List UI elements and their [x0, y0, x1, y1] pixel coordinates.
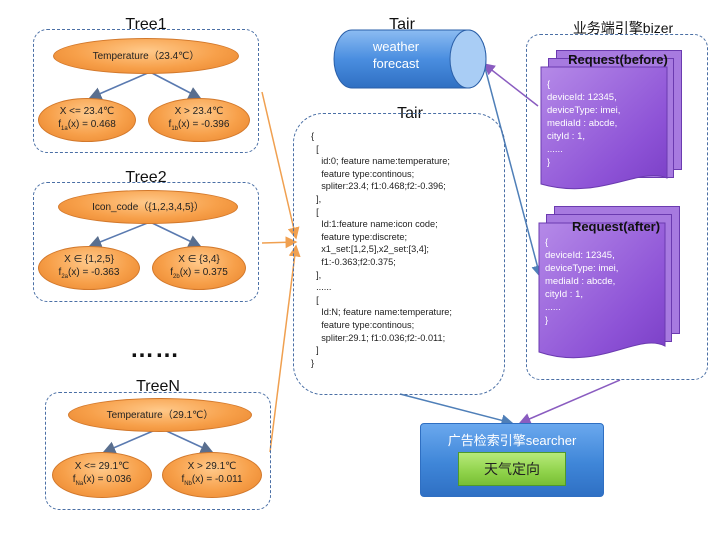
request-before-line: mediaId : abcde,: [547, 118, 618, 129]
tree2-left-node: X ∈ {1,2,5} f2a(x) = -0.363: [38, 246, 140, 290]
tair-box-line: x1_set:[1,2,5],x2_set:[3,4];: [311, 244, 429, 255]
tree1-box: [33, 29, 259, 153]
request-before-line: ......: [547, 144, 563, 155]
tair-top-title: Tair: [389, 16, 415, 33]
request-after-content: { deviceId: 12345, deviceType: imei, mediaI…: [545, 236, 618, 327]
weather-label-line1: weather: [372, 39, 420, 54]
bizer-to-searcher-arrow: [518, 379, 621, 425]
tair-box-line: [: [311, 143, 319, 154]
tree1-left-node: X <= 23.4℃ f1a(x) = 0.468: [38, 98, 136, 142]
weather-targeting-label: 天气定向: [484, 461, 540, 477]
tair-box: [293, 113, 505, 395]
treeN-title: TreeN: [136, 378, 180, 395]
tree1-right-value: f1b(x) = -0.396: [168, 118, 230, 132]
request-before-line: cityId : 1,: [547, 131, 586, 142]
weather-forecast-label: weather forecast: [348, 38, 444, 72]
request-after-front-sheet: [538, 222, 666, 359]
tair-box-line: Id:1:feature name:icon code;: [311, 219, 438, 230]
before-to-weather-arrow: [482, 63, 539, 107]
treeN-right-node: X > 29.1℃ fNb(x) = -0.011: [162, 452, 262, 498]
treeN-root-node: Temperature（29.1℃）: [68, 398, 252, 432]
treeN-root-label: Temperature（29.1℃）: [106, 409, 214, 421]
treeN-left-value: fNa(x) = 0.036: [72, 473, 132, 487]
tair-box-line: ],: [311, 193, 322, 204]
tree-to-tair-arrows: [261, 91, 301, 453]
tair-to-searcher-arrow: [399, 393, 514, 427]
tree2-right-node: X ∈ {3,4} f2b(x) = 0.375: [152, 246, 246, 290]
treeN-left-cond: X <= 29.1℃: [74, 460, 130, 472]
tree1-left-value: f1a(x) = 0.468: [58, 118, 116, 132]
request-after-line: deviceType: imei,: [545, 263, 619, 274]
tair-box-line: feature type:continous;: [311, 168, 415, 179]
request-after-line: ......: [545, 302, 561, 313]
treeN-box: [45, 392, 271, 510]
treeN-right-value: fNb(x) = -0.011: [181, 473, 243, 487]
request-before-line: deviceType: imei,: [547, 105, 621, 116]
tree1-title: Tree1: [125, 16, 167, 33]
tree2-left-value: f2a(x) = -0.363: [58, 266, 120, 280]
tree1-root-label: Temperature（23.4℃）: [92, 50, 200, 62]
request-before-line: deviceId: 12345,: [547, 92, 617, 103]
request-after-title: Request(after): [571, 219, 661, 234]
tree1-right-cond: X > 23.4℃: [174, 105, 224, 117]
tree1-root-node: Temperature（23.4℃）: [53, 38, 239, 74]
treeN-right-cond: X > 29.1℃: [187, 460, 237, 472]
tair-box-line: spliter:29.1; f1:0.036;f2:-0.011;: [311, 332, 446, 343]
tair-box-line: ......: [311, 282, 332, 293]
tair-box-line: ],: [311, 269, 322, 280]
tree2-title: Tree2: [125, 169, 167, 186]
tair-box-content: { [ id:0; feature name:temperature; feat…: [311, 130, 452, 369]
weather-label-line2: forecast: [372, 56, 420, 71]
tair-box-line: id:0; feature name:temperature;: [311, 156, 450, 167]
request-before-line: }: [547, 157, 551, 168]
request-before-line: {: [547, 79, 551, 90]
tair-box-line: feature type:continous;: [311, 319, 415, 330]
weather-to-after-arrow: [483, 63, 544, 278]
tree1-left-cond: X <= 23.4℃: [59, 105, 115, 117]
tree1-right-node: X > 23.4℃ f1b(x) = -0.396: [148, 98, 250, 142]
trees-ellipsis: ……: [130, 336, 180, 363]
treeN-left-node: X <= 29.1℃ fNa(x) = 0.036: [52, 452, 152, 498]
weather-targeting-box: 天气定向: [458, 452, 566, 486]
tree2-root-node: Icon_code（{1,2,3,4,5}）: [58, 190, 238, 224]
request-after-line: }: [545, 315, 549, 326]
request-before-content: { deviceId: 12345, deviceType: imei, mediaI…: [547, 78, 620, 169]
tree2-branches: [88, 221, 202, 248]
request-before-front-sheet: [540, 66, 668, 190]
request-before-title: Request(before): [568, 52, 668, 67]
tair-box-line: feature type:discrete;: [311, 231, 408, 242]
tree2-root-label: Icon_code（{1,2,3,4,5}）: [92, 201, 204, 213]
tair-box-line: {: [311, 131, 315, 141]
bizer-title: 业务端引擎bizer: [572, 20, 674, 36]
tree2-right-cond: X ∈ {3,4}: [178, 253, 220, 265]
tree2-left-cond: X ∈ {1,2,5}: [64, 253, 114, 265]
tree1-branches: [88, 71, 202, 100]
searcher-title: 广告检索引擎searcher: [447, 433, 577, 448]
tair-box-line: Id:N; feature name:temperature;: [311, 307, 452, 318]
tair-box-line: [: [311, 206, 319, 217]
tair-box-line: }: [311, 357, 315, 368]
tair-box-line: spliter:23.4; f1:0.468;f2:-0.396;: [311, 181, 446, 192]
tair-box-line: ]: [311, 345, 319, 356]
tree2-right-value: f2b(x) = 0.375: [170, 266, 228, 280]
bizer-box: [526, 34, 708, 380]
request-after-line: cityId : 1,: [545, 289, 584, 300]
tree2-box: [33, 182, 259, 302]
weather-forecast-cylinder: [333, 29, 487, 89]
request-after-line: {: [545, 237, 549, 248]
tair-box-line: [: [311, 294, 319, 305]
request-after-line: mediaId : abcde,: [545, 276, 616, 287]
treeN-branches: [102, 427, 214, 454]
tair-box-line: f1:-0.363;f2:0.375;: [311, 256, 396, 267]
request-after-line: deviceId: 12345,: [545, 250, 615, 261]
